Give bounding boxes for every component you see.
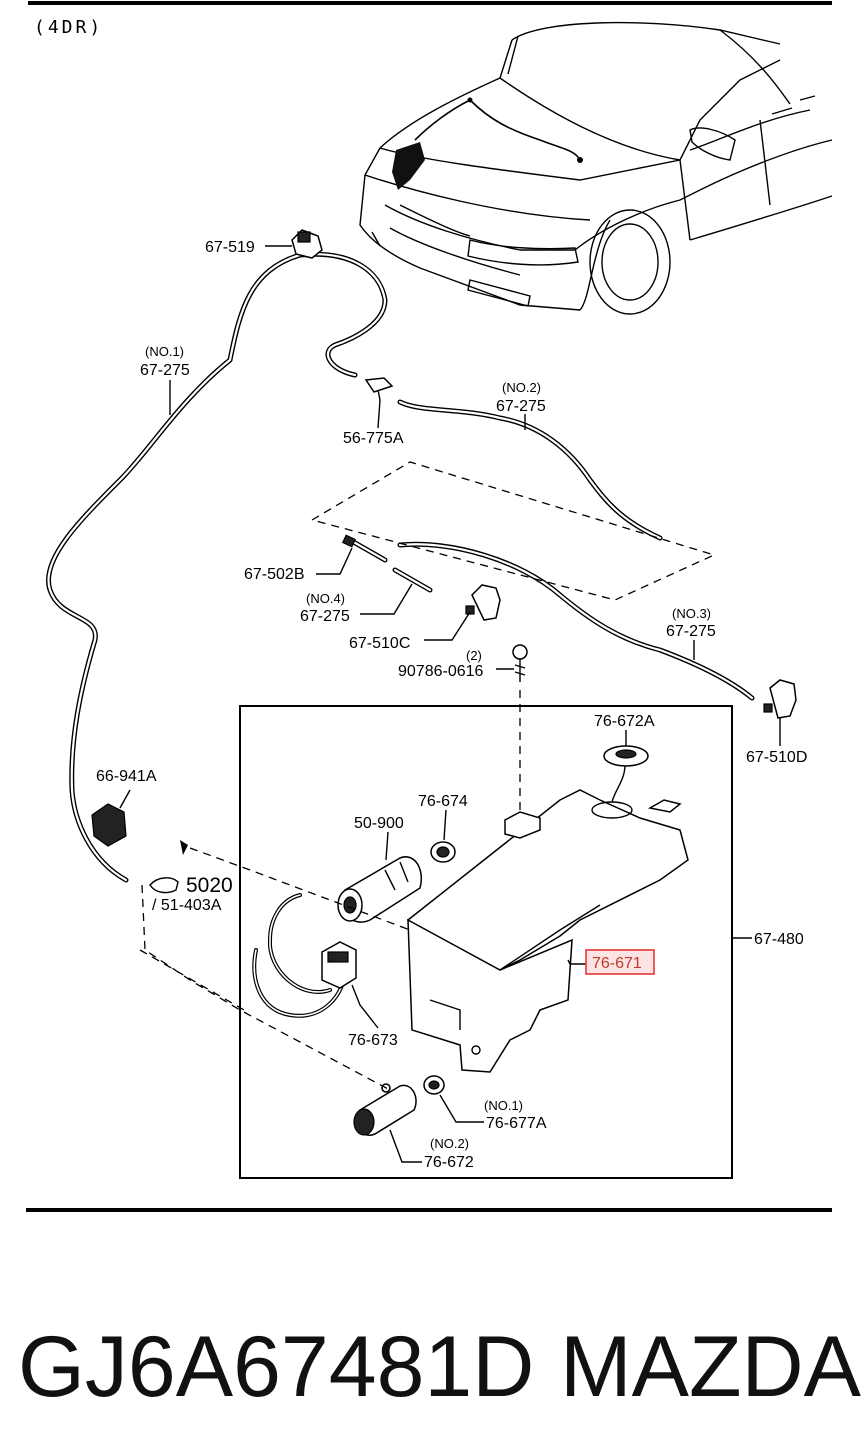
cap-76-672A-icon bbox=[603, 745, 649, 767]
label-hose-no3: 67-275 bbox=[666, 623, 716, 640]
footer-brand: MAZDA bbox=[560, 1319, 862, 1415]
reservoir-tank-icon bbox=[407, 764, 689, 1073]
label-pump-no2-tag: (NO.2) bbox=[430, 1136, 469, 1151]
connector-76-673-icon bbox=[321, 941, 357, 989]
pump-50-900-icon bbox=[337, 856, 422, 923]
footer-part-number: GJ6A67481D bbox=[18, 1319, 534, 1415]
pump-76-672-icon bbox=[353, 1083, 417, 1136]
label-hose-no2-tag: (NO.2) bbox=[502, 380, 541, 395]
label-hose-no4-tag: (NO.4) bbox=[306, 591, 345, 606]
label-90786-0616: 90786-0616 bbox=[398, 663, 484, 680]
variant-label: (4DR) bbox=[34, 17, 103, 38]
label-76-677A: 76-677A bbox=[486, 1115, 547, 1132]
label-hose-no4: 67-275 bbox=[300, 608, 350, 625]
label-67-519: 67-519 bbox=[205, 239, 255, 256]
label-5020: 5020 bbox=[186, 874, 233, 897]
label-66-941A: 66-941A bbox=[96, 768, 157, 785]
joint-56-775A-icon bbox=[364, 377, 394, 401]
label-67-480: 67-480 bbox=[754, 931, 804, 948]
joint-67-502B-icon bbox=[341, 534, 357, 548]
label-screw-qty: (2) bbox=[466, 648, 482, 663]
label-51-403A: / 51-403A bbox=[152, 897, 222, 914]
label-76-674: 76-674 bbox=[418, 793, 468, 810]
label-hose-no1: 67-275 bbox=[140, 362, 190, 379]
clip-66-941A-icon bbox=[91, 803, 127, 847]
hose-no4 bbox=[347, 537, 433, 593]
label-hose-no1-tag: (NO.1) bbox=[145, 344, 184, 359]
label-67-510D: 67-510D bbox=[746, 749, 807, 766]
hose-no2 bbox=[397, 399, 663, 541]
label-56-775A: 56-775A bbox=[343, 430, 404, 447]
label-67-502B: 67-502B bbox=[244, 566, 305, 583]
leader-lines bbox=[119, 245, 781, 1163]
hose-no3 bbox=[397, 541, 755, 701]
arrow-icon bbox=[180, 840, 188, 855]
screw-90786-icon bbox=[512, 644, 528, 682]
label-76-672: 76-672 bbox=[424, 1154, 474, 1171]
car-illustration bbox=[359, 21, 833, 315]
label-50-900: 50-900 bbox=[354, 815, 404, 832]
highlight-box-76-671 bbox=[585, 949, 655, 975]
ref-5020-icon bbox=[149, 877, 179, 894]
nozzle-67-510D-icon bbox=[763, 679, 797, 719]
reservoir-assembly-box bbox=[239, 705, 733, 1179]
label-hose-no2: 67-275 bbox=[496, 398, 546, 415]
label-76-671: 76-671 bbox=[592, 955, 642, 972]
nozzle-67-519-icon bbox=[291, 229, 323, 259]
hose-no1 bbox=[46, 251, 388, 883]
label-grommet-no1-tag: (NO.1) bbox=[484, 1098, 523, 1113]
grommet-76-677A-icon bbox=[423, 1075, 445, 1095]
hose-pump-line bbox=[252, 893, 347, 1018]
grommet-76-674-icon bbox=[430, 841, 456, 863]
label-76-672A: 76-672A bbox=[594, 713, 655, 730]
joint-group-dashed-box bbox=[310, 461, 716, 601]
label-hose-no3-tag: (NO.3) bbox=[672, 606, 711, 621]
pump-ref-dashed bbox=[139, 847, 411, 1091]
label-67-510C: 67-510C bbox=[349, 635, 410, 652]
label-76-673: 76-673 bbox=[348, 1032, 398, 1049]
nozzle-67-510C-icon bbox=[465, 584, 501, 621]
